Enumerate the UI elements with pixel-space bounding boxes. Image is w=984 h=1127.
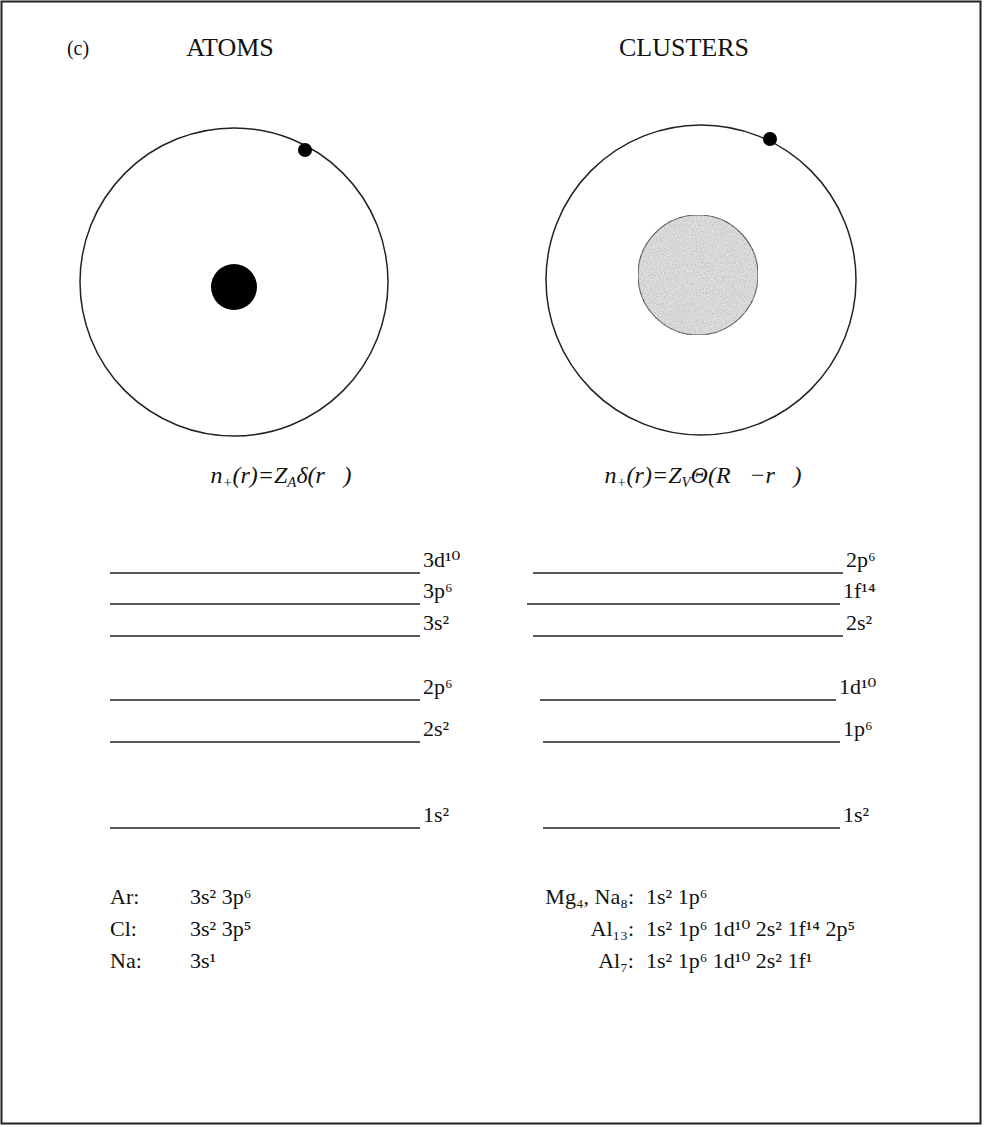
nucleus: [211, 264, 257, 310]
level-label: 2p⁶: [846, 549, 876, 571]
cluster-symbol: Mg₄, Na₈:: [545, 886, 634, 908]
level-label: 3s²: [423, 612, 449, 634]
level-label: 1d¹⁰: [839, 676, 876, 698]
level-label: 2p⁶: [423, 676, 453, 698]
configuration: 1s² 1p⁶ 1d¹⁰ 2s² 1f¹: [646, 950, 812, 972]
column-heading: CLUSTERS: [619, 35, 749, 61]
element-symbol: Ar:: [110, 886, 139, 908]
level-label: 3p⁶: [423, 580, 453, 602]
configuration: 3s² 3p⁵: [190, 918, 251, 940]
level-label: 1p⁶: [843, 718, 873, 740]
jellium-sphere: [638, 215, 758, 335]
density-formula: n+(r)=ZVΘ(R⃗−r⃗): [605, 463, 802, 490]
cluster-symbol: Al₇:: [598, 950, 634, 972]
panel-label: (c): [67, 38, 89, 58]
electron: [763, 132, 777, 146]
orbit: [546, 125, 856, 435]
configuration: 1s² 1p⁶: [646, 886, 707, 908]
level-label: 1f¹⁴: [843, 580, 876, 602]
configuration: 3s² 3p⁶: [190, 886, 251, 908]
column-heading: ATOMS: [186, 35, 274, 61]
level-label: 2s²: [846, 612, 872, 634]
density-formula: n+(r)=ZAδ(r⃗): [210, 463, 351, 490]
level-label: 2s²: [423, 718, 449, 740]
configuration: 3s¹: [190, 950, 216, 972]
level-label: 1s²: [423, 804, 449, 826]
level-label: 1s²: [843, 804, 869, 826]
configuration: 1s² 1p⁶ 1d¹⁰ 2s² 1f¹⁴ 2p⁵: [646, 918, 855, 940]
orbit: [80, 128, 388, 436]
level-label: 3d¹⁰: [423, 549, 460, 571]
element-symbol: Cl:: [110, 918, 137, 940]
element-symbol: Na:: [110, 950, 142, 972]
cluster-symbol: Al₁₃:: [591, 918, 634, 940]
energy-levels: [110, 573, 843, 828]
electron: [298, 143, 312, 157]
